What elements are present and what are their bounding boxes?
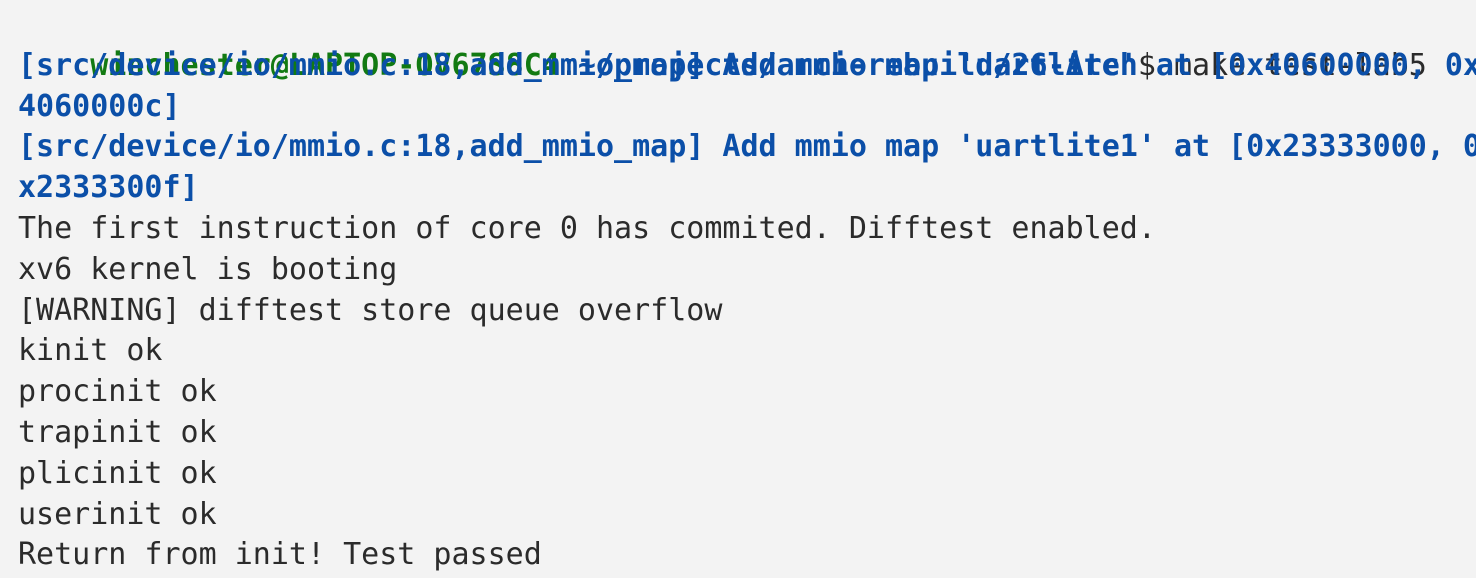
- output-line: [WARNING] difftest store queue overflow: [18, 292, 723, 328]
- output-line: userinit ok: [18, 496, 217, 532]
- output-line: plicinit ok: [18, 455, 217, 491]
- output-line: x2333300f]: [18, 170, 199, 206]
- output-line: Return from init! Test passed: [18, 537, 542, 573]
- output-line: [src/device/io/mmio.c:18,add_mmio_map] A…: [18, 47, 1476, 83]
- output-line: procinit ok: [18, 374, 217, 410]
- output-line: [src/device/io/mmio.c:18,add_mmio_map] A…: [18, 129, 1476, 165]
- prompt-path: ~/projects/arch-rebuild/26-Arch: [577, 47, 1138, 83]
- output-line: 4060000c]: [18, 88, 181, 124]
- output-line: xv6 kernel is booting: [18, 251, 398, 287]
- output-line: kinit ok: [18, 333, 163, 369]
- prompt-line: winchester@LAPTOP-OV67S8C4:~/projects/ar…: [18, 5, 1476, 83]
- output-line: trapinit ok: [18, 414, 217, 450]
- command-text: make test-lab5: [1155, 47, 1427, 83]
- output-line: The first instruction of core 0 has comm…: [18, 210, 1156, 246]
- prompt-dollar: $: [1137, 47, 1156, 83]
- prompt-separator: :: [559, 47, 578, 83]
- prompt-user-host: winchester@LAPTOP-OV67S8C4: [90, 47, 560, 83]
